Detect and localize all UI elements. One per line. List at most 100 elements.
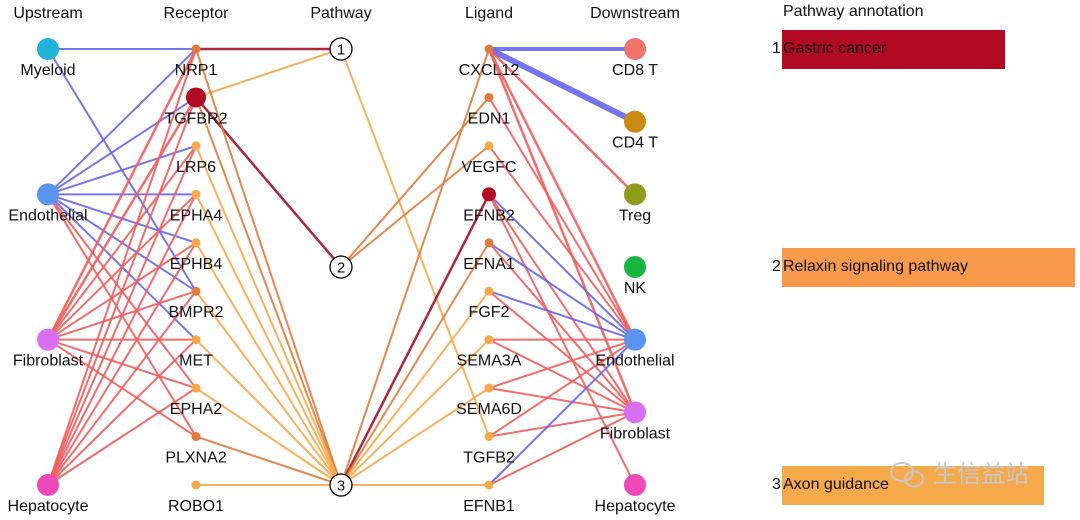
label-d_cd8: CD8 T (612, 62, 658, 79)
edges-layer (46, 46, 637, 486)
edge-l_cxcl12-d_cd4 (487, 46, 637, 125)
label-u_fibro: Fibroblast (13, 353, 84, 370)
label-d_cd4: CD4 T (612, 135, 658, 152)
edge-r_nrp1-p3 (195, 48, 342, 486)
node-r_ephb4 (191, 238, 201, 248)
label-r_bmpr2: BMPR2 (168, 304, 223, 321)
label-l_efnb1: EFNB1 (463, 498, 515, 515)
edge-l_efnb2-d_fibro (488, 193, 636, 413)
edge-r_epha4-p3 (195, 193, 342, 486)
node-d_treg (624, 183, 646, 206)
edge-l_edn1-d_endo (488, 96, 636, 341)
edge-u_fibro-r_lrp6 (47, 145, 197, 341)
node-r_met (191, 335, 201, 345)
edge-l_sema6d-d_fibro (488, 387, 636, 414)
node-l_edn1 (484, 92, 494, 102)
edge-r_epha2-p3 (195, 387, 342, 486)
edge-r_lrp6-p3 (195, 145, 342, 486)
edge-l_tgfb2-d_endo (488, 338, 636, 438)
node-l_sema6d (484, 383, 494, 393)
node-r_plxna2 (191, 432, 201, 442)
label-l_tgfb2: TGFB2 (463, 450, 515, 467)
edge-p2-l_vegfc (340, 145, 490, 268)
node-l_cxcl12 (484, 44, 494, 54)
edge-l_efna1-d_fibro (488, 242, 636, 413)
node-r_nrp1 (191, 44, 201, 54)
watermark-text: 生信益站 (933, 461, 1029, 488)
column-header-upstream: Upstream (13, 5, 82, 22)
node-p1 (329, 37, 353, 61)
edge-u_endo-r_nrp1 (47, 48, 197, 196)
node-u_myeloid (37, 38, 59, 60)
label-d_endo: Endothelial (595, 353, 674, 370)
labels-layer: MyeloidEndothelialFibroblastHepatocyteNR… (8, 42, 676, 516)
network-diagram: Upstream Receptor Pathway Ligand Downstr… (8, 5, 680, 516)
edge-r_bmpr2-p3 (195, 290, 342, 486)
label-r_lrp6: LRP6 (176, 159, 216, 176)
edge-p3-l_sema6d (340, 387, 490, 486)
edge-l_tgfb2-d_fibro (488, 411, 636, 438)
edge-l_efna1-d_endo (488, 241, 636, 341)
nodes-layer (37, 37, 646, 497)
annotation-label-3: Axon guidance (783, 476, 889, 493)
edge-u_hepa-r_ephb4 (47, 242, 197, 486)
node-r_bmpr2 (191, 286, 201, 296)
node-l_sema3a (484, 335, 494, 345)
node-l_vegfc (484, 141, 494, 151)
column-header-downstream: Downstream (590, 5, 680, 22)
edge-l_cxcl12-d_endo (487, 48, 637, 341)
node-l_fgf2 (484, 286, 494, 296)
edge-l_vegfc-d_endo (488, 145, 636, 341)
label-u_endo: Endothelial (8, 207, 87, 224)
annotation-label-2: Relaxin signaling pathway (783, 258, 968, 275)
edge-l_fgf2-d_endo (488, 290, 636, 341)
label-r_ephb4: EPHB4 (170, 256, 223, 273)
node-r_tgfbr2 (186, 87, 206, 108)
column-header-receptor: Receptor (164, 5, 230, 22)
edge-p3-l_fgf2 (340, 290, 490, 486)
node-r_epha2 (191, 383, 201, 393)
label-l_edn1: EDN1 (468, 110, 511, 127)
label-r_epha2: EPHA2 (170, 401, 223, 418)
label-r_met: MET (179, 353, 213, 370)
edge-r_tgfbr2-p3 (195, 97, 342, 486)
node-l_tgfb2 (484, 432, 494, 442)
edge-u_hepa-r_bmpr2 (47, 290, 197, 486)
annotation-label-1: Gastric cancer (783, 40, 887, 57)
node-l_efnb2 (482, 187, 496, 202)
edge-l_efnb1-d_endo (488, 338, 636, 486)
node-u_hepa (37, 474, 59, 496)
label-u_myeloid: Myeloid (20, 62, 75, 79)
node-p3 (329, 473, 353, 497)
edge-l_efnb2-d_endo (488, 193, 636, 341)
edge-u_fibro-r_tgfbr2 (46, 96, 198, 341)
label-p2: 2 (337, 260, 345, 277)
edge-p3-l_efnb2 (339, 193, 491, 486)
node-l_efna1 (484, 238, 494, 248)
edge-u_hepa-r_tgfbr2 (47, 97, 197, 486)
label-l_cxcl12: CXCL12 (459, 62, 520, 79)
annotation-bar-2 (782, 248, 1075, 287)
edge-r_ephb4-p3 (195, 242, 342, 486)
edge-l_cxcl12-d_fibro (487, 48, 637, 413)
node-d_fibro (624, 401, 646, 424)
label-r_epha4: EPHA4 (170, 207, 223, 224)
edge-r_plxna2-p3 (195, 435, 342, 486)
label-l_efna1: EFNA1 (463, 256, 515, 273)
edge-l_fgf2-d_fibro (488, 290, 636, 414)
watermark: 生信益站 (890, 461, 1029, 488)
label-l_fgf2: FGF2 (469, 304, 510, 321)
annotation-bar-1 (782, 30, 1005, 69)
node-d_endo (624, 328, 646, 351)
label-r_plxna2: PLXNA2 (165, 450, 226, 467)
edge-u_hepa-r_epha2 (47, 387, 197, 486)
node-u_fibro (37, 328, 59, 351)
edge-p2-l_edn1 (340, 96, 490, 268)
wechat-icon (890, 462, 924, 488)
node-d_cd4 (624, 110, 646, 133)
node-r_robo1 (191, 480, 201, 490)
edge-u_hepa-r_nrp1 (47, 48, 197, 486)
label-d_fibro: Fibroblast (600, 425, 671, 442)
label-r_nrp1: NRP1 (175, 62, 218, 79)
node-d_nk (624, 256, 646, 278)
